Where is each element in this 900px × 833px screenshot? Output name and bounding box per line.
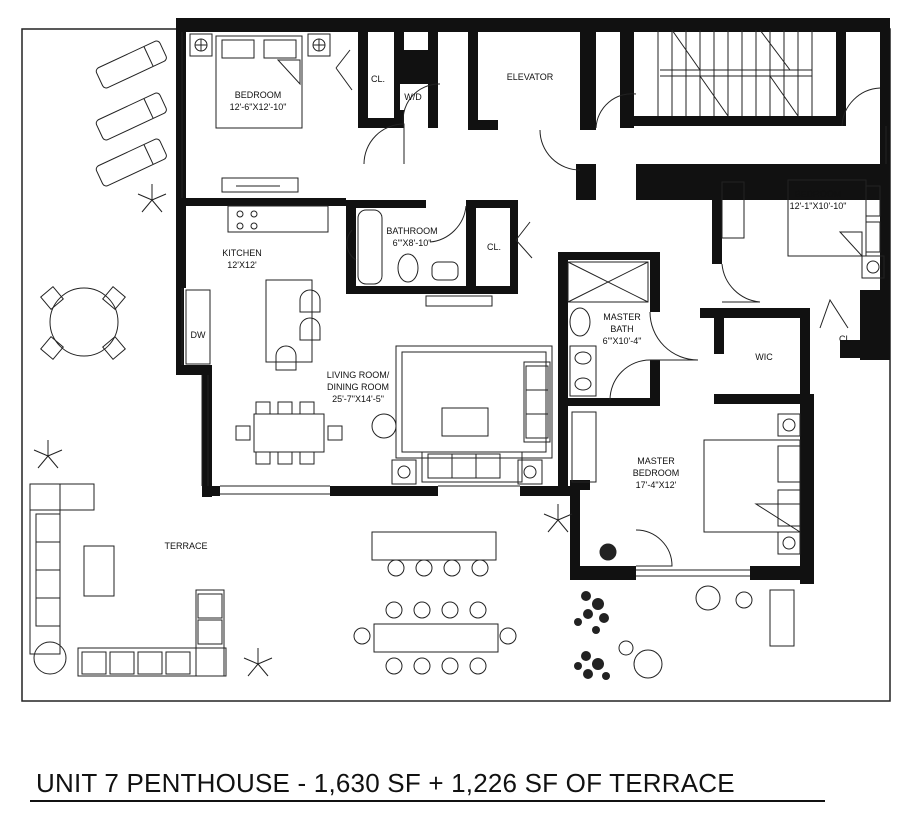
shrubs xyxy=(574,591,610,680)
terrace-boundary xyxy=(21,28,891,702)
wd-label: W/D xyxy=(404,92,422,102)
bathroom-name: BATHROOM xyxy=(386,226,437,236)
master-bath-dims: 6'"X10'-4" xyxy=(603,336,642,346)
master-bedroom-furniture xyxy=(571,411,801,555)
door-swings xyxy=(335,49,881,567)
living-dining-furniture xyxy=(235,345,553,485)
stairs xyxy=(657,29,813,117)
bathroom-dims: 6'"X8'-10" xyxy=(393,238,432,248)
terrace-furniture xyxy=(29,40,795,679)
plants xyxy=(33,184,617,677)
bathroom-fixtures xyxy=(357,209,493,307)
kitchen-dims: 12'X12' xyxy=(227,260,257,270)
bedroom2-name: BEDROOM xyxy=(795,189,842,199)
room-labels: BEDROOM 12'-6"X12'-10" CL. W/D ELEVATOR … xyxy=(164,72,853,551)
master-bedroom-dims: 17'-4"X12' xyxy=(636,480,677,490)
dw-label: DW xyxy=(191,330,206,340)
master-bedroom-name1: MASTER xyxy=(637,456,675,466)
living-name2: DINING ROOM xyxy=(327,382,389,392)
master-bath-name2: BATH xyxy=(610,324,633,334)
windows xyxy=(181,32,887,577)
living-name1: LIVING ROOM/ xyxy=(327,370,390,380)
living-dims: 25'-7"X14'-5" xyxy=(332,394,384,404)
closet1-label: CL. xyxy=(371,74,385,84)
kitchen-name: KITCHEN xyxy=(222,248,262,258)
walls xyxy=(176,18,890,584)
title-underline xyxy=(30,800,825,802)
master-bedroom-name2: BEDROOM xyxy=(633,468,680,478)
bedroom2-furniture xyxy=(721,179,885,279)
kitchen-furniture xyxy=(185,205,329,371)
plan-title: UNIT 7 PENTHOUSE - 1,630 SF + 1,226 SF O… xyxy=(36,768,735,798)
bedroom2-dims: 12'-1"X10'-10" xyxy=(790,201,847,211)
closet2-label: CL. xyxy=(487,242,501,252)
wic-label: WIC xyxy=(755,352,773,362)
bedroom1-furniture xyxy=(189,33,331,193)
master-bath-name1: MASTER xyxy=(603,312,641,322)
closet3-label: CL. xyxy=(839,334,853,344)
bedroom1-dims: 12'-6"X12'-10" xyxy=(230,102,287,112)
master-bath-fixtures xyxy=(567,261,649,397)
elevator-label: ELEVATOR xyxy=(507,72,554,82)
terrace-label: TERRACE xyxy=(164,541,207,551)
bedroom1-name: BEDROOM xyxy=(235,90,282,100)
